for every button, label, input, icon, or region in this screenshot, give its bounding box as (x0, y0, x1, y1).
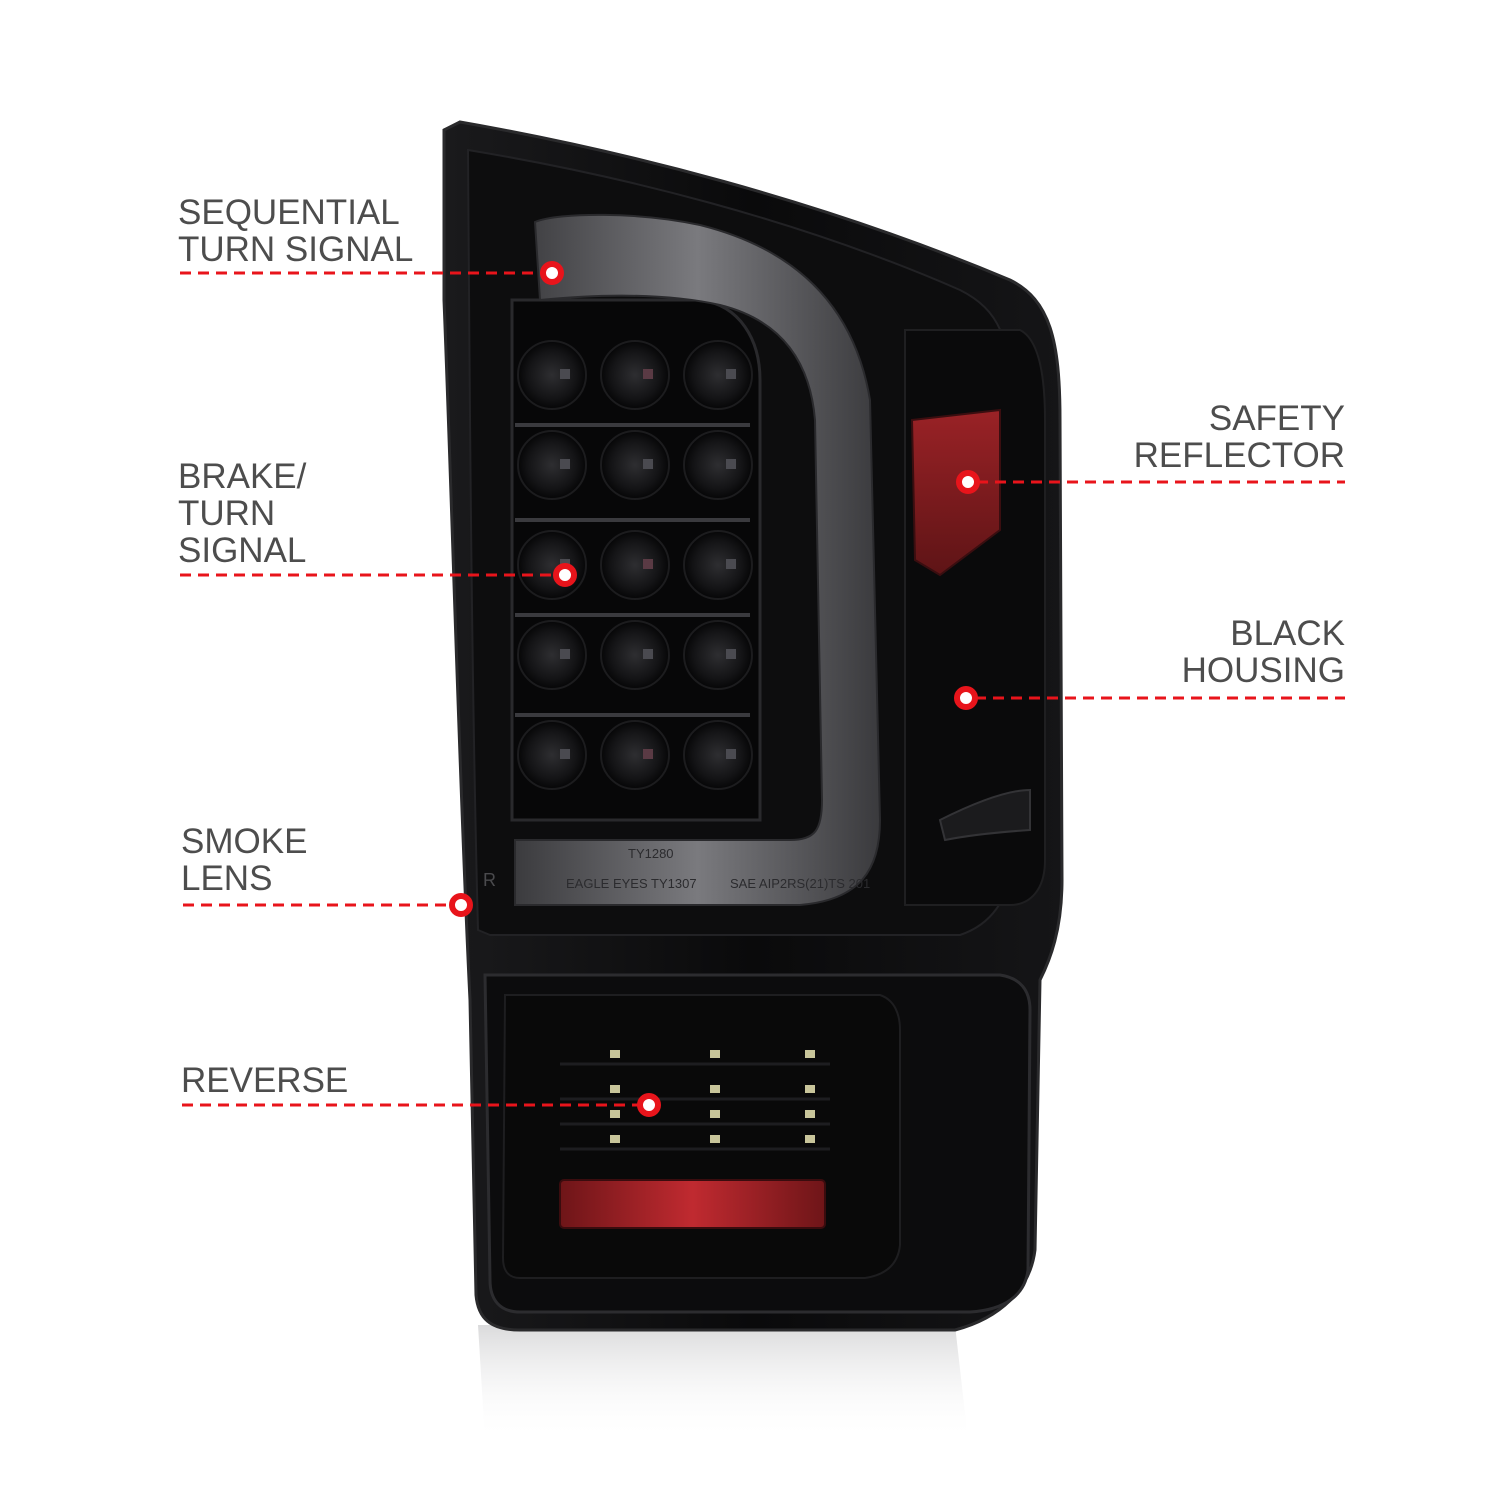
led-pod (517, 620, 587, 690)
led-pod (683, 340, 753, 410)
reverse-led (805, 1110, 815, 1118)
led-chip (726, 749, 736, 759)
led-grid (517, 340, 753, 790)
led-pod (600, 720, 670, 790)
led-chip (726, 559, 736, 569)
label-line: SEQUENTIAL (178, 193, 400, 232)
reverse-red-bar (559, 1179, 826, 1229)
label-line: TURN (178, 494, 276, 533)
led-chip (726, 369, 736, 379)
reverse-lens (501, 994, 901, 1279)
label-line: SAFETY (1208, 399, 1345, 438)
label-safety-reflector: SAFETY REFLECTOR (1134, 400, 1345, 474)
label-line: LENS (181, 859, 273, 898)
label-smoke-lens: SMOKE LENS (181, 823, 307, 897)
led-pod (600, 620, 670, 690)
reverse-led (610, 1085, 620, 1093)
led-chip (560, 749, 570, 759)
label-line: HOUSING (1181, 651, 1345, 690)
led-pod (600, 340, 670, 410)
reverse-led (805, 1135, 815, 1143)
label-line: SMOKE (181, 822, 308, 861)
label-brake-turn-signal: BRAKE/ TURN SIGNAL (178, 458, 306, 569)
label-sequential-turn-signal: SEQUENTIAL TURN SIGNAL (178, 194, 413, 268)
led-pod (683, 720, 753, 790)
lens-marking-row2: EAGLE EYES TY1307 (566, 876, 697, 891)
callout-dot-sequential (540, 261, 564, 285)
label-line: TURN SIGNAL (178, 230, 414, 269)
led-chip (643, 559, 653, 569)
led-chip (726, 459, 736, 469)
led-pod (517, 430, 587, 500)
floor-reflection (478, 1325, 968, 1440)
callout-dots (449, 261, 980, 1117)
led-chip (643, 749, 653, 759)
led-pod (683, 620, 753, 690)
led-pod (683, 430, 753, 500)
led-chip (643, 459, 653, 469)
label-line: BLACK (1230, 614, 1345, 653)
reverse-led (710, 1050, 720, 1058)
led-chip (560, 459, 570, 469)
led-chip (726, 649, 736, 659)
reverse-led (710, 1110, 720, 1118)
reverse-led (805, 1050, 815, 1058)
callout-leader-lines (180, 271, 1345, 1107)
reverse-led (610, 1135, 620, 1143)
label-line: REVERSE (181, 1061, 349, 1100)
lens-marking-row1: TY1280 (628, 846, 674, 861)
reverse-led (610, 1050, 620, 1058)
led-pod (600, 430, 670, 500)
led-pod (517, 720, 587, 790)
safety-reflector (910, 408, 1001, 577)
lens-marking-side: R (483, 870, 496, 890)
led-pod (683, 530, 753, 600)
led-chip (643, 369, 653, 379)
led-pod (517, 530, 587, 600)
callout-dot-safety (956, 470, 980, 494)
reverse-led (710, 1135, 720, 1143)
label-black-housing: BLACK HOUSING (1182, 615, 1345, 689)
reverse-led (805, 1085, 815, 1093)
reverse-led (610, 1110, 620, 1118)
led-chip (560, 369, 570, 379)
callout-dot-brake (553, 563, 577, 587)
lens-marking-row3: SAE AIP2RS(21)TS 201 (730, 876, 870, 891)
led-pod (600, 530, 670, 600)
label-line: SIGNAL (178, 531, 307, 570)
led-chip (560, 649, 570, 659)
reverse-led (710, 1085, 720, 1093)
led-pod (517, 340, 587, 410)
housing-trim (938, 788, 1031, 842)
callout-dot-reverse (637, 1093, 661, 1117)
callout-dot-black (954, 686, 978, 710)
reverse-led-array (560, 1050, 830, 1151)
led-chip (643, 649, 653, 659)
label-line: REFLECTOR (1133, 436, 1345, 475)
callout-dot-smoke (449, 893, 473, 917)
label-line: BRAKE/ (178, 457, 307, 496)
label-reverse: REVERSE (181, 1062, 348, 1099)
led-row-dividers (515, 423, 750, 717)
